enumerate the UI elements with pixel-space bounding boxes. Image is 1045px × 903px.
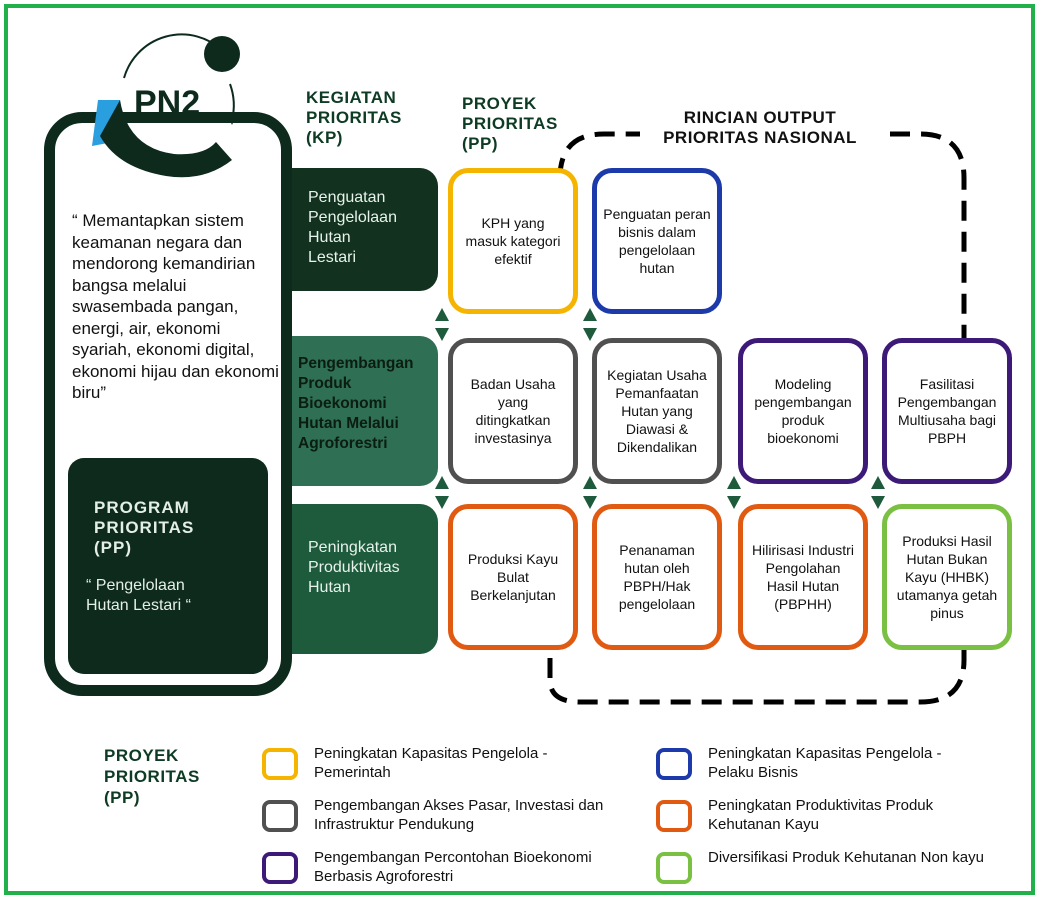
output-box: Produksi Kayu Bulat Berkelanjutan (448, 504, 578, 650)
output-box: Fasilitasi Pengembangan Multiusaha bagi … (882, 338, 1012, 484)
legend-label: Diversifikasi Produk Kehutanan Non kayu (708, 849, 984, 866)
legend-label: Pengembangan Percontohan Bioekonomi Berb… (314, 849, 592, 885)
pn2-logo-icon (92, 33, 240, 178)
legend-swatch (262, 748, 298, 780)
output-box: Penguatan peran bisnis dalam pengelolaan… (592, 168, 722, 314)
legend-label: Peningkatan Kapasitas Pengelola -Pemerin… (314, 745, 548, 781)
legend-swatch (262, 800, 298, 832)
legend-swatch (656, 748, 692, 780)
pn2-title: PN2 (134, 84, 201, 122)
output-box: Badan Usaha yang ditingkatkan investasin… (448, 338, 578, 484)
up-down-arrow-icon (871, 476, 885, 509)
up-down-arrow-icon (435, 476, 449, 509)
legend-swatch (262, 852, 298, 884)
output-box: Modeling pengembangan produk bioekonomi (738, 338, 868, 484)
output-box: Produksi Hasil Hutan Bukan Kayu (HHBK) u… (882, 504, 1012, 650)
legend-swatch (656, 800, 692, 832)
up-down-arrow-icon (727, 476, 741, 509)
legend-swatch (656, 852, 692, 884)
legend-label: Peningkatan Produktivitas Produk Kehutan… (708, 797, 934, 833)
up-down-arrow-icon (583, 476, 597, 509)
legend-label: Pengembangan Akses Pasar, Investasi dan … (314, 797, 604, 833)
legend-label: Peningkatan Kapasitas Pengelola - Pelaku… (708, 745, 942, 781)
program-prioritas-title: PROGRAM PRIORITAS (PP) (94, 498, 195, 557)
program-prioritas-box: PROGRAM PRIORITAS (PP) “ Pengelolaan Hut… (68, 458, 268, 674)
output-box: Hilirisasi Industri Pengolahan Hasil Hut… (738, 504, 868, 650)
pn2-quote: “ Memantapkan sistem keamanan negara dan… (72, 211, 279, 402)
up-down-arrow-icon (435, 308, 449, 341)
output-box: Penanaman hutan oleh PBPH/Hak pengelolaa… (592, 504, 722, 650)
up-down-arrow-icon (583, 308, 597, 341)
output-box: Kegiatan Usaha Pemanfaatan Hutan yang Di… (592, 338, 722, 484)
output-box: KPH yang masuk kategori efektif (448, 168, 578, 314)
green-frame (4, 4, 1035, 895)
program-prioritas-name: “ Pengelolaan Hutan Lestari “ (86, 577, 191, 614)
